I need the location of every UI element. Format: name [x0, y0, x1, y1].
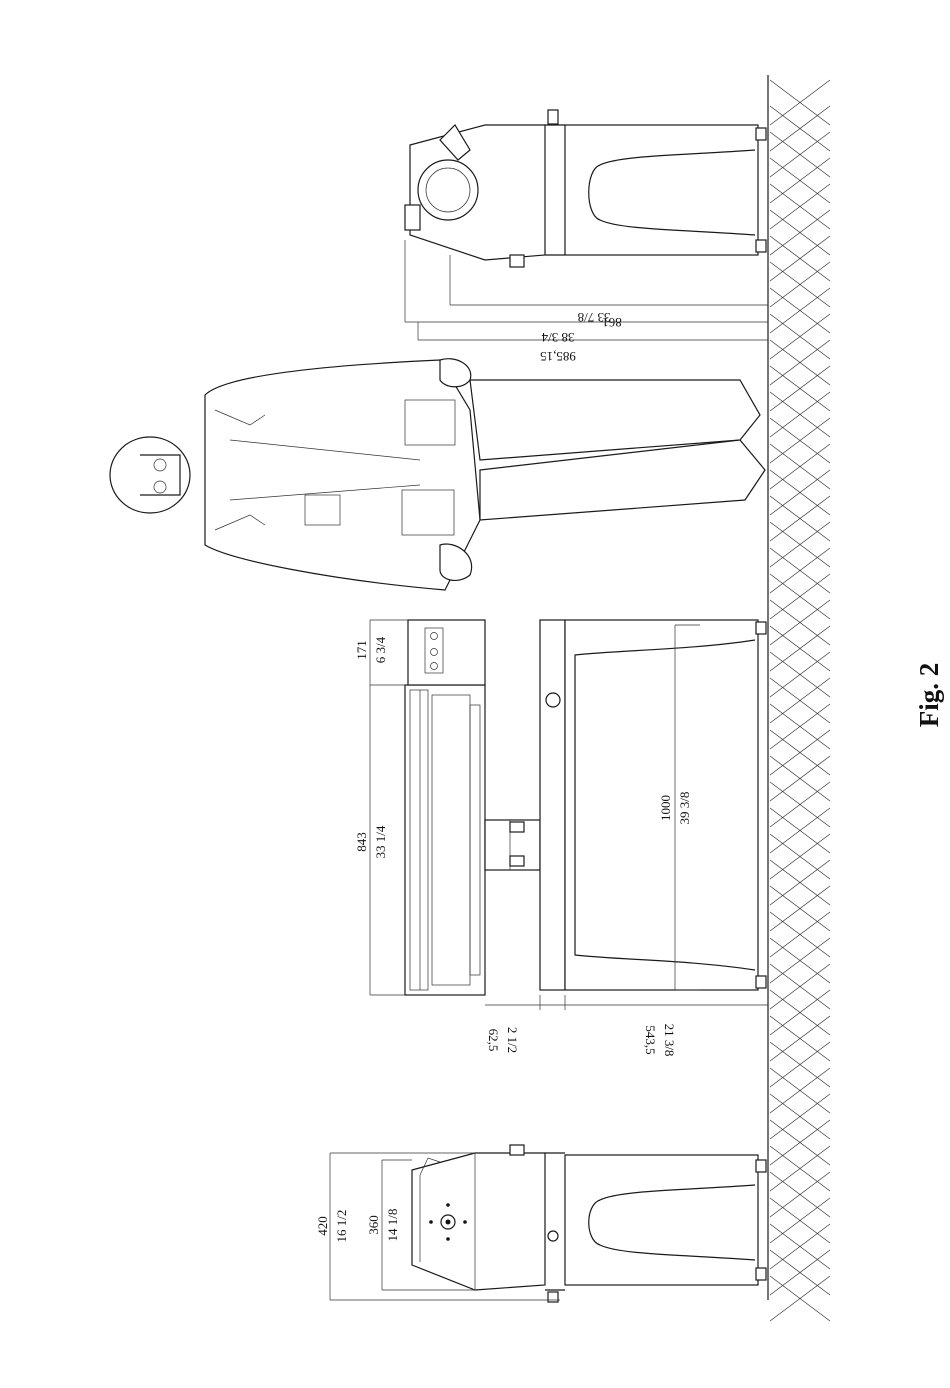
- dim-control-mm: 171: [354, 640, 369, 660]
- dim-offset-mm: 62,5: [486, 1029, 501, 1052]
- dim-left-overall-in: 16 1/2: [334, 1210, 349, 1243]
- dim-height-body-mm: 861: [602, 315, 622, 330]
- dim-left-body-in: 14 1/8: [385, 1209, 400, 1242]
- dim-control-in: 6 3/4: [373, 636, 388, 663]
- dim-height-total-mm: 985,15: [540, 349, 576, 364]
- figure-title: Fig. 2: [914, 663, 944, 728]
- machine-end-view-right: [405, 110, 766, 267]
- dim-roller-in: 33 1/4: [373, 825, 388, 858]
- machine-end-view-left: [412, 1145, 766, 1302]
- dim-leg-mm: 543,5: [643, 1025, 658, 1054]
- dim-frame-in: 39 3/8: [677, 792, 692, 825]
- machine-front-view: [405, 620, 766, 995]
- floor-hatching: [770, 80, 830, 1321]
- dim-left-body-mm: 360: [366, 1215, 381, 1235]
- dim-roller-mm: 843: [354, 832, 369, 852]
- dim-offset-in: 2 1/2: [505, 1027, 520, 1053]
- dim-frame-mm: 1000: [658, 795, 673, 821]
- dim-left-overall-mm: 420: [315, 1216, 330, 1236]
- dim-leg-in: 21 3/8: [662, 1024, 677, 1057]
- dim-height-total-in: 38 3/4: [541, 330, 574, 345]
- person-figure: [110, 359, 765, 590]
- floor: [768, 75, 830, 1321]
